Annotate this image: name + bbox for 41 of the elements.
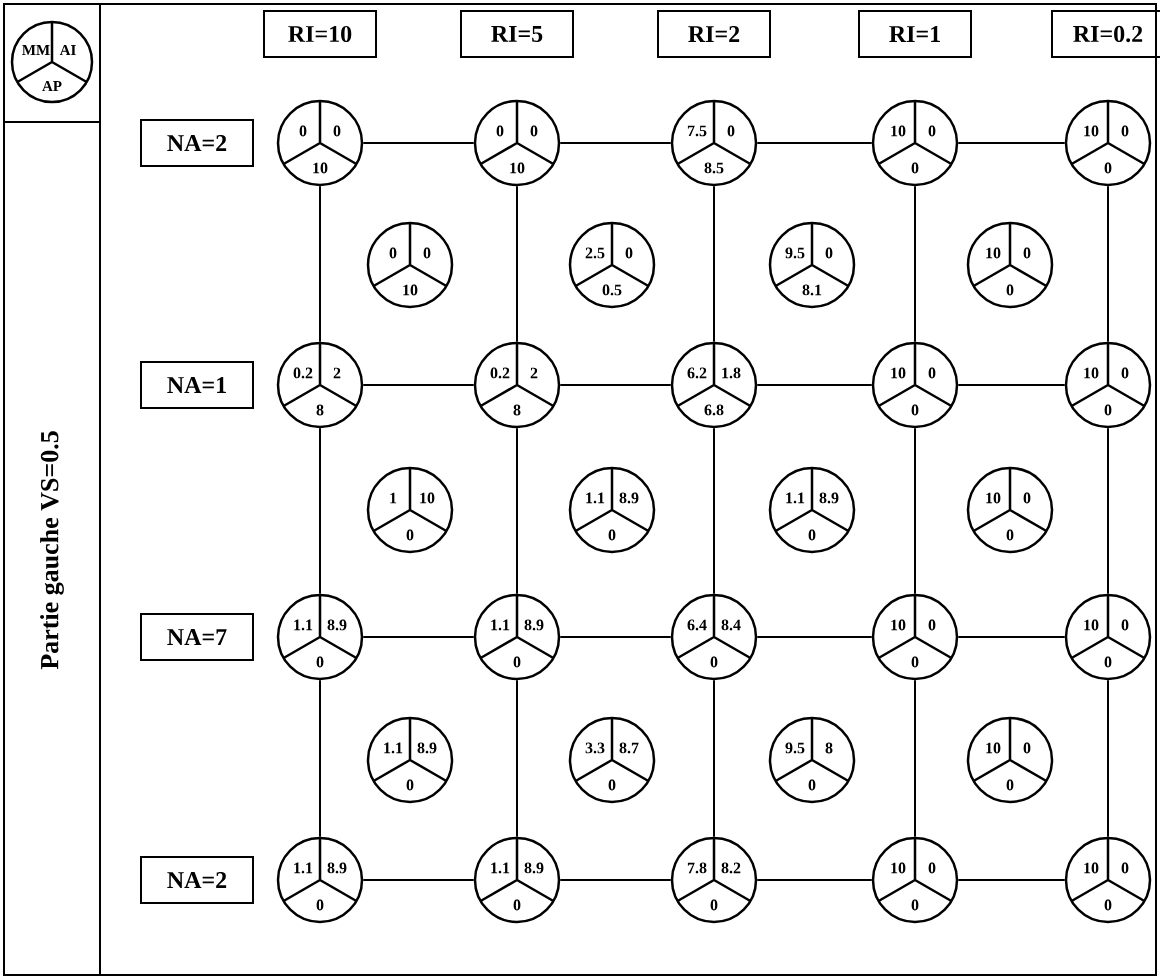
connector-line: [516, 185, 518, 343]
connector-line: [319, 679, 321, 838]
connector-line: [319, 185, 321, 343]
connector-line: [362, 142, 475, 144]
header-box: RI=5: [460, 10, 574, 58]
connector-line: [914, 185, 916, 343]
header-box: NA=2: [140, 119, 254, 167]
connector-line: [1107, 427, 1109, 595]
connector-line: [1107, 679, 1109, 838]
connector-line: [516, 679, 518, 838]
header-box: NA=2: [140, 856, 254, 904]
connector-line: [957, 142, 1066, 144]
connector-line: [362, 636, 475, 638]
header-box: RI=2: [657, 10, 771, 58]
header-box: RI=0.2: [1051, 10, 1160, 58]
connector-line: [713, 679, 715, 838]
header-box: NA=1: [140, 361, 254, 409]
connector-line: [756, 879, 873, 881]
header-box: NA=7: [140, 613, 254, 661]
connector-line: [957, 879, 1066, 881]
connector-line: [713, 185, 715, 343]
side-title: Partie gauche VS=0.5: [40, 431, 64, 670]
connector-line: [957, 384, 1066, 386]
header-box: RI=10: [263, 10, 377, 58]
header-box: RI=1: [858, 10, 972, 58]
connector-line: [516, 427, 518, 595]
connector-line: [559, 879, 672, 881]
connector-line: [756, 142, 873, 144]
connector-line: [756, 384, 873, 386]
connector-line: [756, 636, 873, 638]
connector-line: [914, 427, 916, 595]
connector-line: [713, 427, 715, 595]
connector-line: [957, 636, 1066, 638]
connector-line: [362, 384, 475, 386]
connector-line: [559, 384, 672, 386]
connector-line: [559, 636, 672, 638]
connector-line: [362, 879, 475, 881]
connector-line: [914, 679, 916, 838]
connector-line: [1107, 185, 1109, 343]
connector-line: [319, 427, 321, 595]
connector-line: [559, 142, 672, 144]
